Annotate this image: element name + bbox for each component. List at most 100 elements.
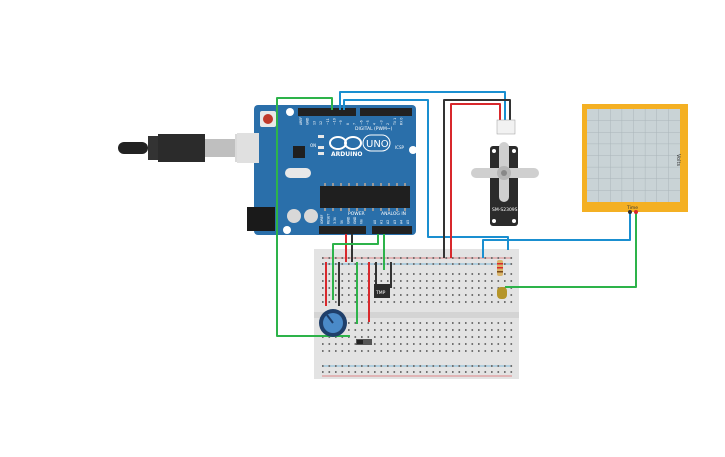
breadboard-hole[interactable]: [419, 350, 422, 352]
breadboard-hole[interactable]: [419, 280, 422, 282]
breadboard-hole[interactable]: [471, 301, 474, 303]
breadboard-hole[interactable]: [400, 322, 402, 324]
breadboard-hole[interactable]: [400, 280, 402, 282]
breadboard-hole[interactable]: [335, 257, 337, 259]
breadboard-hole[interactable]: [426, 365, 428, 367]
breadboard-hole[interactable]: [419, 301, 422, 303]
breadboard-hole[interactable]: [504, 371, 506, 373]
breadboard-hole[interactable]: [510, 343, 513, 345]
breadboard-hole[interactable]: [471, 287, 474, 289]
breadboard-hole[interactable]: [510, 365, 513, 367]
breadboard-hole[interactable]: [432, 301, 435, 303]
breadboard-hole[interactable]: [510, 371, 513, 373]
breadboard-hole[interactable]: [354, 371, 357, 373]
breadboard-hole[interactable]: [491, 343, 493, 345]
breadboard-hole[interactable]: [491, 287, 493, 289]
breadboard-hole[interactable]: [471, 365, 474, 367]
breadboard-hole[interactable]: [458, 263, 461, 265]
breadboard-hole[interactable]: [510, 294, 513, 296]
breadboard-hole[interactable]: [380, 343, 383, 345]
breadboard-hole[interactable]: [328, 343, 331, 345]
breadboard-hole[interactable]: [478, 350, 480, 352]
wire-green-a0[interactable]: [332, 234, 379, 300]
breadboard-hole[interactable]: [491, 263, 493, 265]
breadboard-hole[interactable]: [510, 301, 513, 303]
breadboard-hole[interactable]: [413, 336, 415, 338]
potentiometer[interactable]: [319, 309, 347, 337]
breadboard-hole[interactable]: [458, 287, 461, 289]
breadboard-hole[interactable]: [328, 365, 331, 367]
breadboard-hole[interactable]: [348, 350, 350, 352]
wire-blue-osc[interactable]: [482, 212, 631, 258]
breadboard-hole[interactable]: [380, 257, 383, 259]
breadboard-hole[interactable]: [322, 371, 324, 373]
breadboard-hole[interactable]: [393, 336, 396, 338]
breadboard-hole[interactable]: [471, 371, 474, 373]
breadboard-hole[interactable]: [432, 287, 435, 289]
breadboard-hole[interactable]: [341, 280, 344, 282]
breadboard-hole[interactable]: [484, 273, 487, 275]
breadboard-hole[interactable]: [335, 301, 337, 303]
breadboard-hole[interactable]: [432, 322, 435, 324]
breadboard-hole[interactable]: [439, 287, 441, 289]
breadboard-hole[interactable]: [439, 365, 441, 367]
breadboard-hole[interactable]: [497, 343, 500, 345]
breadboard-hole[interactable]: [361, 322, 363, 324]
breadboard-hole[interactable]: [335, 273, 337, 275]
breadboard-hole[interactable]: [393, 350, 396, 352]
breadboard-hole[interactable]: [413, 329, 415, 331]
breadboard-hole[interactable]: [380, 365, 383, 367]
breadboard-hole[interactable]: [491, 329, 493, 331]
breadboard-hole[interactable]: [445, 273, 448, 275]
breadboard-hole[interactable]: [367, 365, 370, 367]
breadboard-hole[interactable]: [465, 257, 467, 259]
breadboard-hole[interactable]: [341, 365, 344, 367]
breadboard-hole[interactable]: [348, 257, 350, 259]
breadboard-hole[interactable]: [322, 287, 324, 289]
breadboard-hole[interactable]: [510, 273, 513, 275]
breadboard-hole[interactable]: [432, 371, 435, 373]
breadboard-hole[interactable]: [341, 257, 344, 259]
breadboard-hole[interactable]: [341, 343, 344, 345]
breadboard-hole[interactable]: [367, 336, 370, 338]
breadboard-hole[interactable]: [471, 329, 474, 331]
breadboard-hole[interactable]: [328, 263, 331, 265]
breadboard-hole[interactable]: [510, 263, 513, 265]
resistor[interactable]: [497, 260, 503, 276]
breadboard-hole[interactable]: [380, 350, 383, 352]
breadboard-hole[interactable]: [432, 365, 435, 367]
breadboard-hole[interactable]: [328, 350, 331, 352]
breadboard-hole[interactable]: [439, 343, 441, 345]
breadboard-hole[interactable]: [484, 329, 487, 331]
breadboard-hole[interactable]: [400, 365, 402, 367]
digital-header-right[interactable]: [360, 108, 412, 116]
slide-switch[interactable]: [356, 339, 372, 345]
breadboard-hole[interactable]: [400, 336, 402, 338]
breadboard-hole[interactable]: [374, 329, 376, 331]
breadboard-hole[interactable]: [458, 350, 461, 352]
breadboard-hole[interactable]: [478, 371, 480, 373]
breadboard-hole[interactable]: [445, 263, 448, 265]
breadboard-hole[interactable]: [504, 365, 506, 367]
breadboard-hole[interactable]: [354, 301, 357, 303]
breadboard-hole[interactable]: [328, 257, 331, 259]
breadboard-hole[interactable]: [465, 273, 467, 275]
breadboard-hole[interactable]: [361, 350, 363, 352]
breadboard-hole[interactable]: [484, 294, 487, 296]
breadboard-hole[interactable]: [335, 263, 337, 265]
breadboard-hole[interactable]: [445, 301, 448, 303]
breadboard-hole[interactable]: [387, 322, 389, 324]
breadboard-hole[interactable]: [510, 350, 513, 352]
breadboard-hole[interactable]: [400, 257, 402, 259]
breadboard-hole[interactable]: [504, 336, 506, 338]
breadboard-hole[interactable]: [458, 257, 461, 259]
breadboard-hole[interactable]: [452, 343, 454, 345]
breadboard-hole[interactable]: [361, 336, 363, 338]
breadboard-hole[interactable]: [348, 343, 350, 345]
breadboard-hole[interactable]: [484, 336, 487, 338]
breadboard-hole[interactable]: [458, 322, 461, 324]
breadboard-hole[interactable]: [452, 365, 454, 367]
breadboard-hole[interactable]: [374, 257, 376, 259]
breadboard-hole[interactable]: [484, 263, 487, 265]
breadboard-hole[interactable]: [465, 336, 467, 338]
